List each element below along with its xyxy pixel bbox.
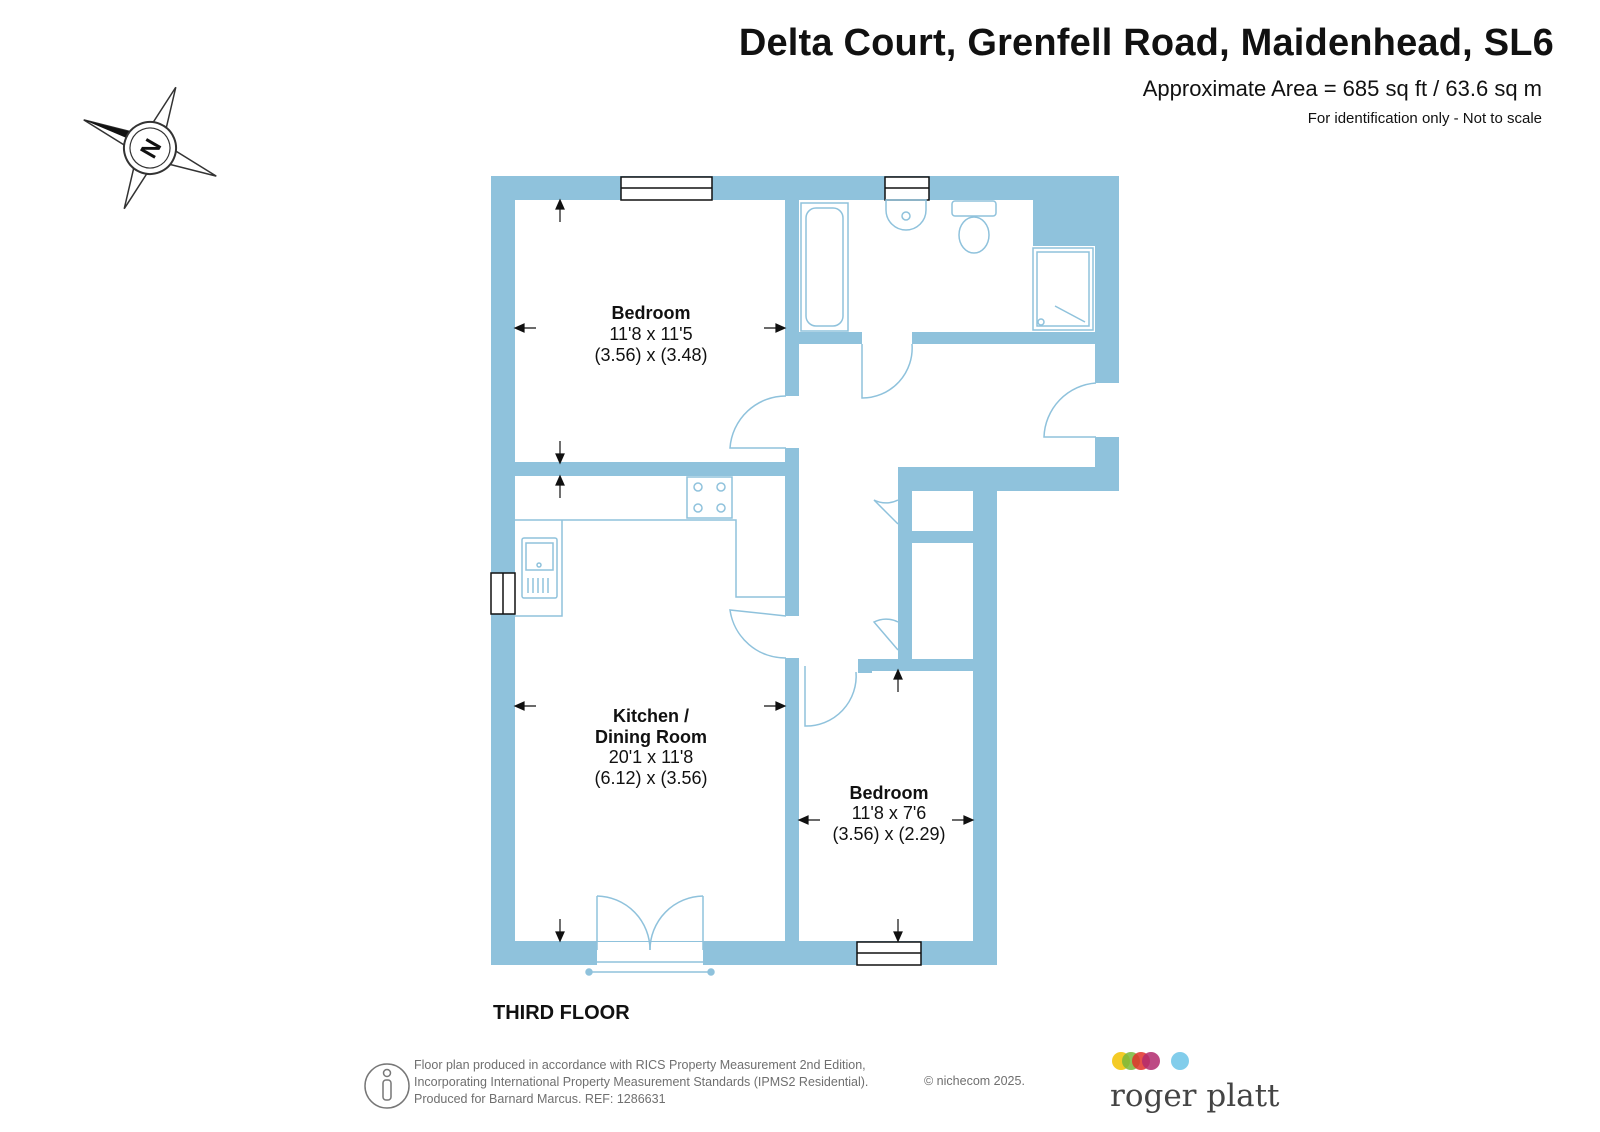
toilet-icon <box>951 200 997 254</box>
logo-dot <box>1171 1052 1189 1070</box>
footer-line-1: Floor plan produced in accordance with R… <box>414 1058 866 1072</box>
room-name: Bedroom <box>849 783 928 803</box>
fixtures <box>515 199 1094 617</box>
roger-platt-logo-text: roger platt <box>1110 1078 1280 1114</box>
hob-icon <box>686 476 733 519</box>
logo-dot <box>1142 1052 1160 1070</box>
room-dimensions-imperial: 20'1 x 11'8 <box>609 747 694 767</box>
washbasin-icon <box>885 199 927 231</box>
doors <box>585 333 1119 976</box>
room-name: Dining Room <box>595 727 707 747</box>
roger-platt-logo-dots <box>1112 1052 1189 1070</box>
room-name: Kitchen / <box>613 706 689 726</box>
kitchen-sink-icon <box>521 537 558 599</box>
approximate-area: Approximate Area = 685 sq ft / 63.6 sq m <box>1142 76 1542 101</box>
copyright-notice: © nichecom 2025. <box>924 1074 1025 1088</box>
room-dimensions-imperial: 11'8 x 11'5 <box>609 324 692 344</box>
footer-line-3: Produced for Barnard Marcus. REF: 128663… <box>414 1092 666 1106</box>
dimension-arrows <box>513 198 975 943</box>
person-info-icon <box>364 1063 410 1109</box>
shower-tray-icon <box>1032 247 1094 331</box>
kitchen-counter-icon <box>515 519 785 617</box>
room-name: Bedroom <box>611 303 690 323</box>
room-bedroom-2: Bedroom 11'8 x 7'6 (3.56) x (2.29) <box>832 783 945 844</box>
bathtub-icon <box>800 202 849 332</box>
room-dimensions-imperial: 11'8 x 7'6 <box>852 803 927 823</box>
floor-label: THIRD FLOOR <box>493 1002 630 1024</box>
footer-line-2: Incorporating International Property Mea… <box>414 1075 869 1089</box>
room-dimensions-metric: (3.56) x (3.48) <box>594 345 707 365</box>
property-address-title: Delta Court, Grenfell Road, Maidenhead, … <box>738 22 1554 64</box>
not-to-scale-note: For identification only - Not to scale <box>1307 110 1542 127</box>
walls <box>491 176 1119 965</box>
footer-disclaimer: Floor plan produced in accordance with R… <box>414 1057 868 1108</box>
room-dimensions-metric: (3.56) x (2.29) <box>832 824 945 844</box>
room-kitchen-dining: Kitchen / Dining Room 20'1 x 11'8 (6.12)… <box>594 706 707 788</box>
windows <box>490 176 930 966</box>
room-dimensions-metric: (6.12) x (3.56) <box>594 768 707 788</box>
room-bedroom-1: Bedroom 11'8 x 11'5 (3.56) x (3.48) <box>594 303 707 365</box>
compass-icon <box>83 86 217 210</box>
